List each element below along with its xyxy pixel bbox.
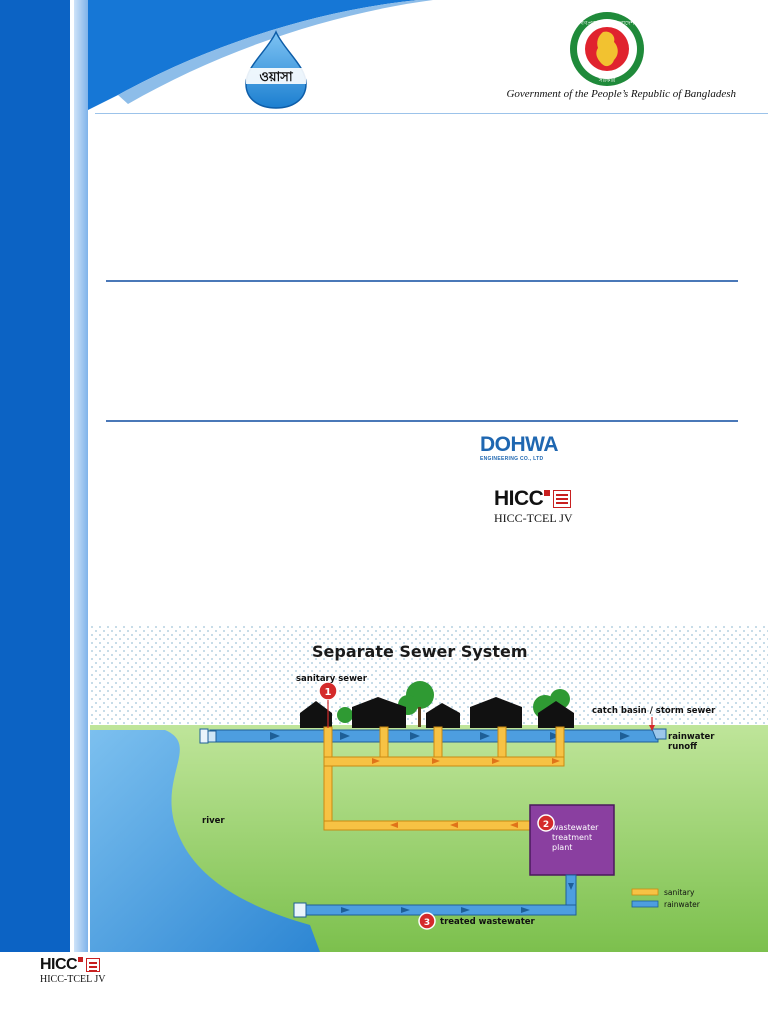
header-rule [95, 113, 768, 114]
diagram-title: Separate Sewer System [312, 642, 528, 661]
section-rule-top [106, 280, 738, 282]
emblem-ring-text: গণপ্রজাতন্ত্রী বাংলাদেশ [580, 19, 635, 27]
hicc-name: HICC [494, 487, 544, 510]
legend-swatch-sanitary [631, 888, 659, 896]
left-brand-bar-edge [74, 0, 88, 952]
footer-tcel-mark-icon [86, 958, 101, 972]
legend-label-sanitary: sanitary [664, 888, 695, 897]
legend-swatch-rainwater [631, 900, 659, 908]
footer-hicc-logo: HICC HICC-TCEL JV [40, 956, 105, 985]
emblem-bottom-text: সরকার [598, 78, 616, 84]
legend-label-rainwater: rainwater [664, 900, 701, 909]
hicc-red-square-icon [544, 490, 551, 496]
label-plant-2: treatment [552, 833, 592, 842]
header-swoosh [88, 0, 433, 110]
label-treated: treated wastewater [440, 917, 536, 927]
footer-hicc-jv-label: HICC-TCEL JV [40, 974, 106, 985]
wasa-logo-text: ওয়াসা [259, 69, 294, 84]
label-runoff: runoff [668, 742, 697, 752]
tcel-mark-icon [553, 490, 572, 508]
hicc-logo: HICC HICC-TCEL JV [494, 488, 573, 526]
footer-hicc-red-square-icon [78, 957, 84, 962]
section-rule-bottom [106, 420, 738, 422]
marker-1: 1 [325, 687, 332, 698]
label-plant-1: wastewater [552, 823, 599, 832]
marker-3: 3 [424, 918, 430, 928]
sewer-system-diagram: wastewater treatment plant 1 2 3 Separat… [90, 625, 768, 952]
footer-hicc-name: HICC [40, 956, 78, 973]
label-sanitary-sewer: sanitary sewer [296, 674, 368, 684]
label-catch-basin: catch basin / storm sewer [592, 706, 716, 716]
label-rainwater: rainwater [668, 732, 715, 742]
left-brand-bar [0, 0, 70, 952]
label-river: river [202, 816, 225, 826]
label-plant-3: plant [552, 843, 572, 852]
dohwa-sub: ENGINEERING CO., LTD [480, 456, 544, 462]
wasa-logo: ওয়াসা [245, 30, 307, 109]
dohwa-logo: DOHWA ENGINEERING CO., LTD [480, 433, 564, 463]
dohwa-name: DOHWA [480, 433, 559, 456]
government-emblem: গণপ্রজাতন্ত্রী বাংলাদেশ সরকার [570, 12, 644, 86]
marker-2: 2 [543, 820, 549, 830]
hicc-jv-label: HICC-TCEL JV [494, 511, 573, 525]
government-caption: Government of the People’s Republic of B… [506, 88, 736, 100]
